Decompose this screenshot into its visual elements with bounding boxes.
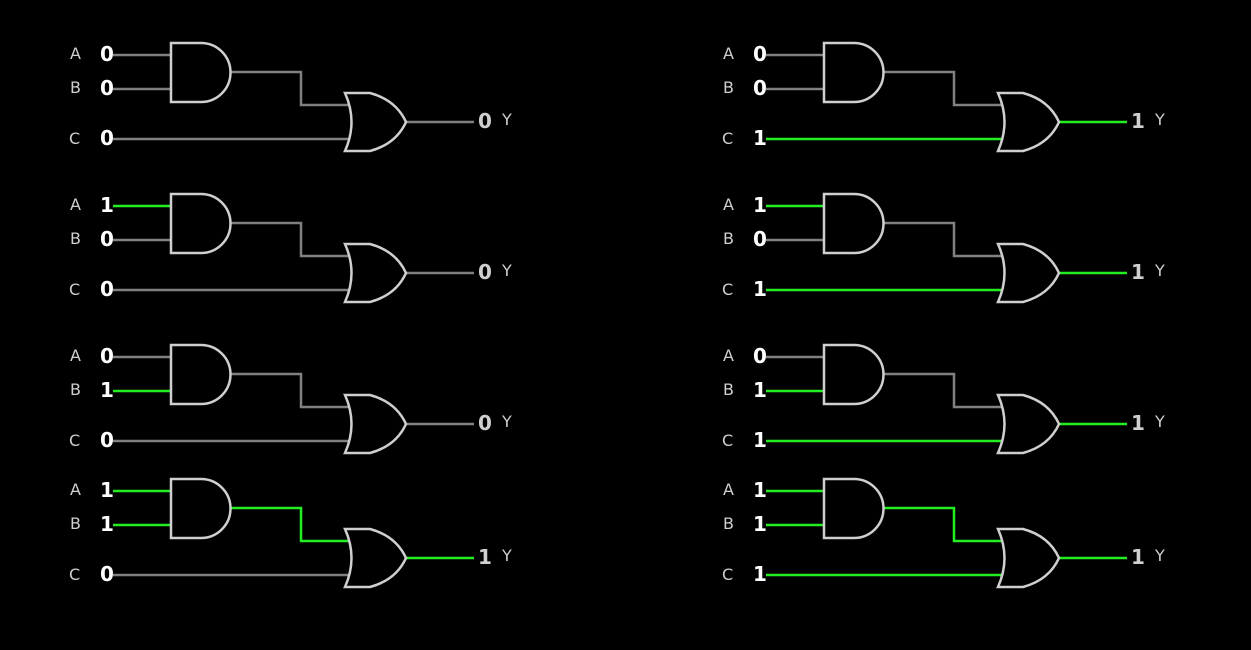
or-gate — [996, 91, 1061, 153]
output-y-label: Y — [1154, 261, 1165, 280]
input-c-label: C — [69, 565, 80, 584]
and-gate — [822, 41, 885, 104]
input-b-value: 1 — [753, 378, 767, 402]
output-y-value: 1 — [1131, 411, 1145, 435]
input-c-value: 1 — [753, 428, 767, 452]
wire-and-to-or — [883, 70, 1003, 107]
input-a-label: A — [723, 44, 734, 63]
input-c-value: 0 — [100, 562, 114, 586]
or-gate — [343, 527, 408, 589]
output-y-label: Y — [1154, 546, 1165, 565]
input-c-label: C — [69, 129, 80, 148]
input-b-label: B — [70, 229, 81, 248]
input-a-label: A — [70, 195, 81, 214]
input-c-value: 1 — [753, 277, 767, 301]
output-y-value: 0 — [478, 260, 492, 284]
input-b-value: 1 — [753, 512, 767, 536]
input-a-value: 1 — [100, 478, 114, 502]
output-y-value: 1 — [1131, 545, 1145, 569]
output-y-label: Y — [1154, 110, 1165, 129]
or-gate — [996, 527, 1061, 589]
and-gate — [822, 477, 885, 540]
input-c-value: 0 — [100, 126, 114, 150]
input-a-value: 0 — [753, 344, 767, 368]
input-c-value: 0 — [100, 277, 114, 301]
input-b-value: 0 — [753, 76, 767, 100]
output-y-value: 1 — [1131, 260, 1145, 284]
output-y-label: Y — [501, 110, 512, 129]
input-c-label: C — [722, 129, 733, 148]
input-c-label: C — [69, 431, 80, 450]
or-gate — [343, 242, 408, 304]
and-gate — [822, 343, 885, 406]
input-b-value: 1 — [100, 378, 114, 402]
input-b-label: B — [723, 78, 734, 97]
wire-and-to-or — [230, 221, 350, 258]
input-b-label: B — [723, 514, 734, 533]
input-c-value: 1 — [753, 126, 767, 150]
input-c-label: C — [722, 431, 733, 450]
input-c-value: 0 — [100, 428, 114, 452]
or-gate — [996, 393, 1061, 455]
input-b-label: B — [70, 514, 81, 533]
output-y-value: 0 — [478, 109, 492, 133]
input-b-value: 0 — [100, 76, 114, 100]
wire-and-to-or — [883, 506, 1003, 543]
input-a-value: 0 — [100, 42, 114, 66]
input-b-value: 1 — [100, 512, 114, 536]
and-gate — [169, 343, 232, 406]
input-a-value: 0 — [753, 42, 767, 66]
output-y-value: 1 — [478, 545, 492, 569]
wire-and-to-or — [230, 506, 350, 543]
or-gate — [343, 91, 408, 153]
input-a-label: A — [70, 480, 81, 499]
input-c-label: C — [69, 280, 80, 299]
input-a-label: A — [723, 480, 734, 499]
input-a-label: A — [70, 44, 81, 63]
and-gate — [169, 41, 232, 104]
wire-and-to-or — [883, 372, 1003, 409]
output-y-label: Y — [1154, 412, 1165, 431]
wire-and-to-or — [230, 372, 350, 409]
output-y-value: 0 — [478, 411, 492, 435]
wire-and-to-or — [230, 70, 350, 107]
input-b-label: B — [723, 229, 734, 248]
input-a-value: 1 — [753, 193, 767, 217]
input-b-value: 0 — [753, 227, 767, 251]
input-b-value: 0 — [100, 227, 114, 251]
output-y-label: Y — [501, 412, 512, 431]
input-b-label: B — [70, 78, 81, 97]
and-gate — [169, 477, 232, 540]
output-y-label: Y — [501, 261, 512, 280]
or-gate — [996, 242, 1061, 304]
input-c-label: C — [722, 565, 733, 584]
input-a-value: 1 — [100, 193, 114, 217]
input-a-value: 0 — [100, 344, 114, 368]
input-c-value: 1 — [753, 562, 767, 586]
input-a-label: A — [70, 346, 81, 365]
and-gate — [822, 192, 885, 255]
output-y-label: Y — [501, 546, 512, 565]
output-y-value: 1 — [1131, 109, 1145, 133]
or-gate — [343, 393, 408, 455]
input-b-label: B — [70, 380, 81, 399]
input-a-value: 1 — [753, 478, 767, 502]
input-b-label: B — [723, 380, 734, 399]
and-gate — [169, 192, 232, 255]
input-a-label: A — [723, 195, 734, 214]
input-c-label: C — [722, 280, 733, 299]
input-a-label: A — [723, 346, 734, 365]
wire-and-to-or — [883, 221, 1003, 258]
